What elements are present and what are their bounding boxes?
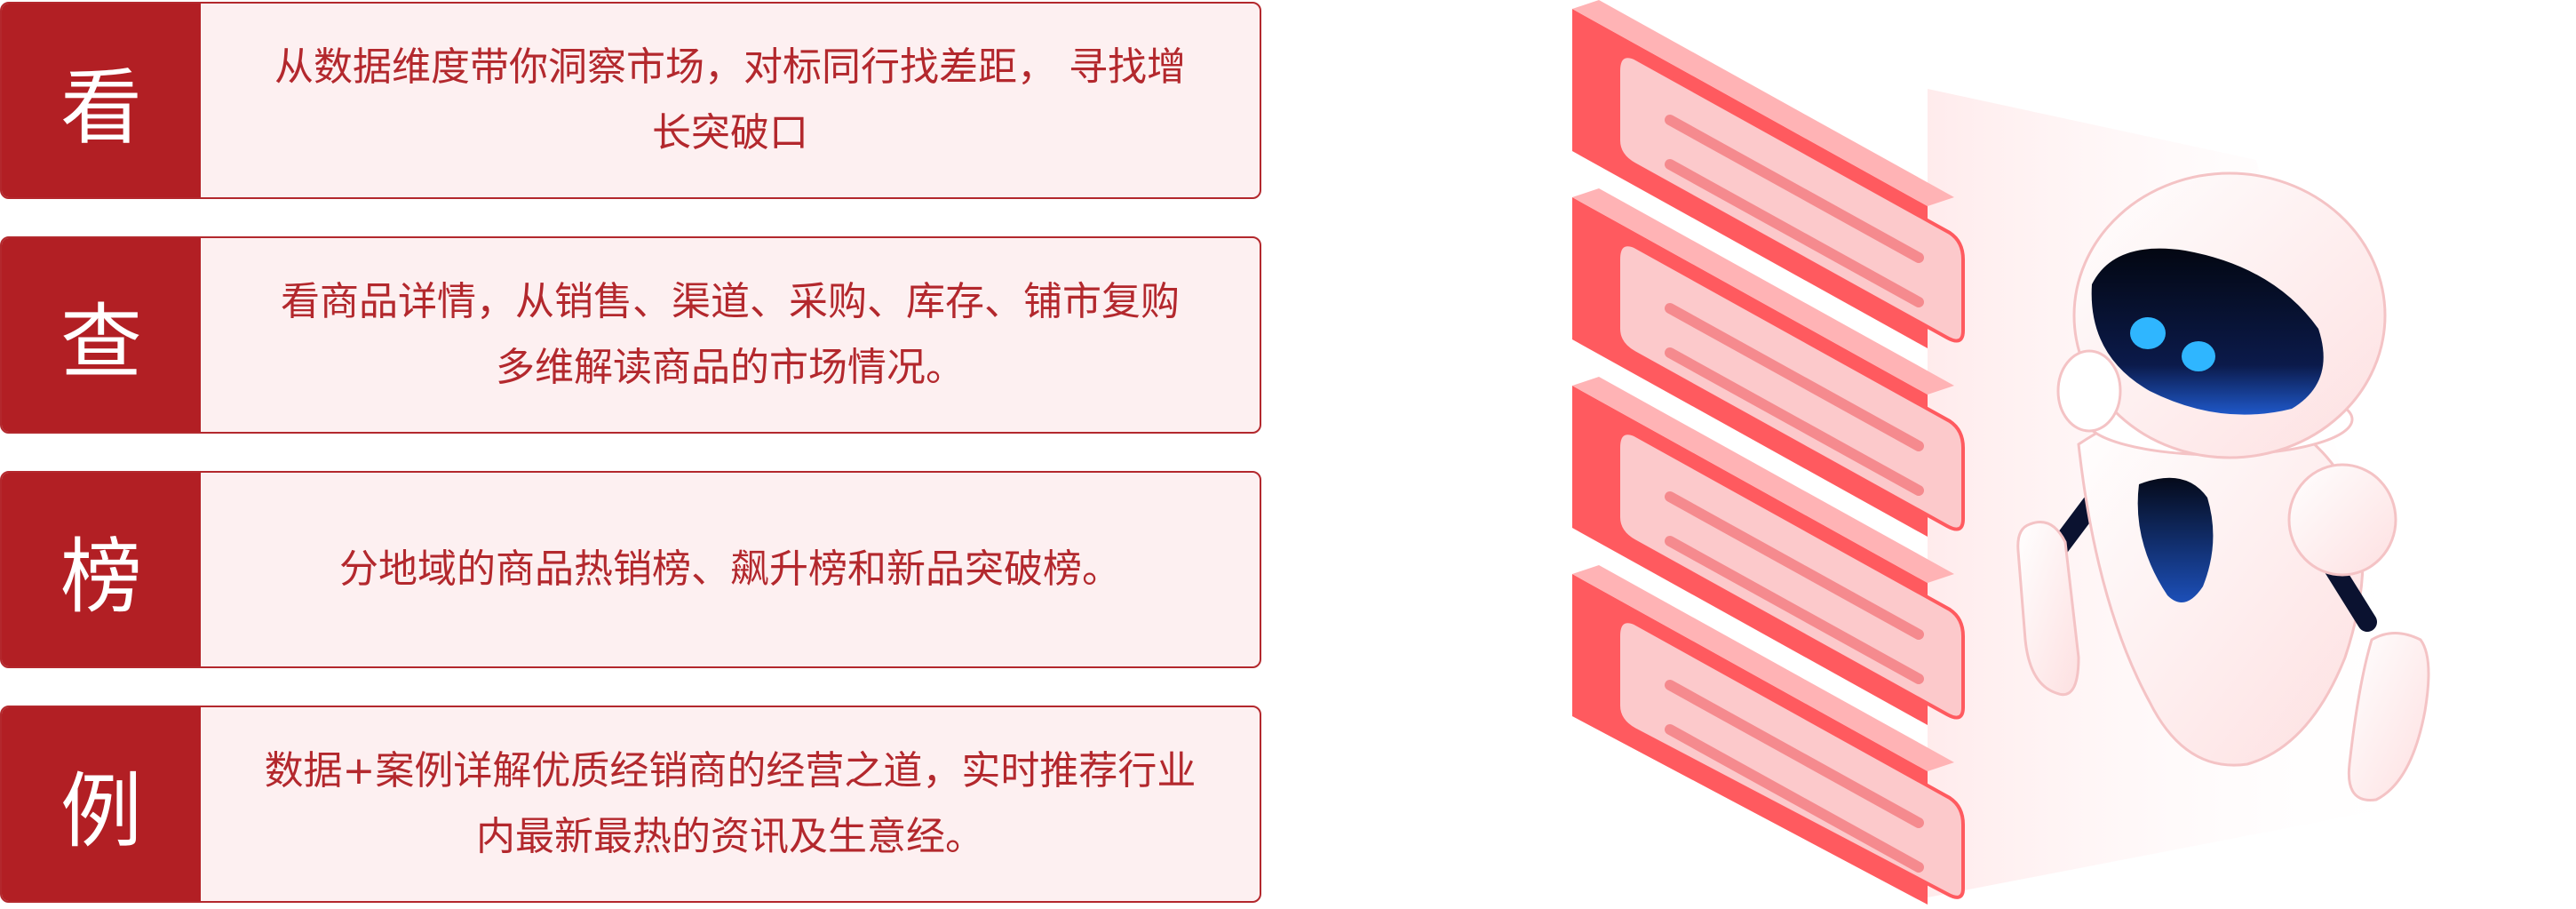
feature-key: 查 [2,238,201,432]
robot-with-documents-icon [1546,0,2576,905]
robot [2016,171,2430,801]
robot-eye-left [2130,317,2166,349]
document-panel [1572,377,1965,725]
document-panel [1572,565,1965,905]
feature-key: 看 [2,4,201,197]
illustration-svg [1572,0,2434,905]
document-panel [1572,0,1965,348]
feature-card-li: 例 数据+案例详解优质经销商的经营之道，实时推荐行业内最新最热的资讯及生意经。 [0,706,1261,903]
feature-card-cha: 查 看商品详情，从销售、渠道、采购、库存、铺市复购多维解读商品的市场情况。 [0,236,1261,434]
feature-card-kan: 看 从数据维度带你洞察市场，对标同行找差距， 寻找增长突破口 [0,2,1261,199]
feature-card-bang: 榜 分地域的商品热销榜、飙升榜和新品突破榜。 [0,471,1261,668]
document-panel [1572,188,1965,537]
feature-key: 榜 [2,473,201,666]
feature-description: 从数据维度带你洞察市场，对标同行找差距， 寻找增长突破口 [274,44,1186,155]
feature-description: 数据+案例详解优质经销商的经营之道，实时推荐行业内最新最热的资讯及生意经。 [264,748,1197,859]
feature-description: 看商品详情，从销售、渠道、采购、库存、铺市复购多维解读商品的市场情况。 [281,279,1180,390]
feature-list: 看 从数据维度带你洞察市场，对标同行找差距， 寻找增长突破口 查 看商品详情，从… [0,0,1265,905]
feature-description: 分地域的商品热销榜、飙升榜和新品突破榜。 [339,546,1121,592]
robot-eye-right [2182,341,2215,371]
feature-key: 例 [2,707,201,901]
